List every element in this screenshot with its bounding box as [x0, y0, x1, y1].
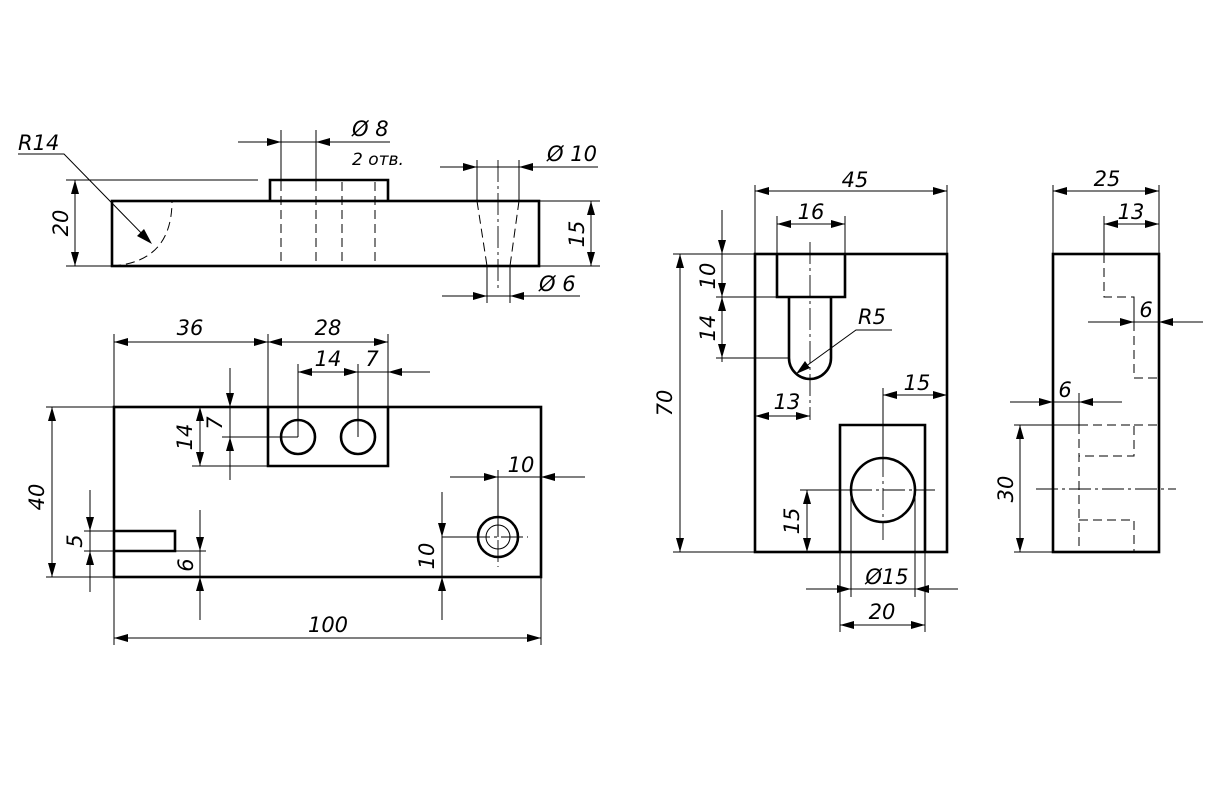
- dimline-6-upper: [1088, 297, 1203, 330]
- label-h30: 30: [994, 476, 1018, 503]
- arrows-6: [196, 537, 204, 591]
- arrow-r14: [137, 229, 152, 244]
- leader-r14: [18, 153, 151, 243]
- label-h70: 70: [653, 390, 677, 417]
- label-h40: 40: [25, 484, 49, 511]
- arrows-30: [1016, 425, 1024, 552]
- dimline-30: [1014, 424, 1079, 553]
- label-w28: 28: [315, 316, 342, 340]
- arrows-5: [86, 517, 94, 565]
- arrows-d6: [473, 292, 524, 300]
- label-h14-side: 14: [696, 315, 720, 342]
- hidden-arc-r14: [111, 200, 173, 267]
- arrows-15: [587, 201, 595, 266]
- label-w36: 36: [177, 316, 204, 340]
- label-w45: 45: [842, 168, 869, 192]
- label-v14: 14: [173, 424, 197, 451]
- arrows-14-7: [298, 368, 402, 376]
- label-r14: R14: [18, 131, 59, 155]
- top-view: R14 20 Ø 8 2 отв. Ø 10 Ø 6 15: [18, 117, 600, 303]
- label-w100: 100: [308, 613, 348, 637]
- hidden-countersink: [476, 200, 520, 267]
- dimline-40: [46, 406, 114, 578]
- arrows-h10: [438, 523, 446, 591]
- dimline-25: [1052, 185, 1160, 254]
- label-w15: 15: [904, 371, 931, 395]
- label-r5: R5: [858, 305, 886, 329]
- side-view-counterbore: [775, 254, 847, 299]
- dimline-d10-front: [450, 470, 585, 537]
- top-view-boss: [268, 178, 390, 201]
- label-h10-side: 10: [696, 263, 720, 290]
- label-h10: 10: [415, 543, 439, 570]
- label-d10-front: 10: [508, 453, 535, 477]
- label-two-holes: 2 отв.: [352, 150, 404, 170]
- hidden-holes-d8: [280, 182, 376, 266]
- arrows-6-lower: [1039, 398, 1093, 406]
- label-w6-lower: 6: [1058, 378, 1071, 402]
- front-view: 36 28 14 7 14 7 10 40 5 6 10 100: [25, 316, 585, 645]
- arrows-13-right: [1104, 220, 1159, 228]
- dimline-14-7: [297, 364, 430, 437]
- dimline-70: [673, 253, 755, 553]
- dimline-100: [113, 577, 542, 645]
- right-view: 25 13 6 6 30: [994, 167, 1203, 554]
- label-h5: 5: [63, 534, 87, 547]
- arrows-16: [777, 220, 845, 228]
- top-view-body: [110, 199, 541, 268]
- dimline-w15: [882, 388, 947, 455]
- label-d10: Ø 10: [546, 142, 597, 166]
- dimline-6: [175, 510, 206, 620]
- arrows-v10-v14: [718, 240, 726, 358]
- side-view: 45 16 R5 10 14 70 13 15 15 Ø15: [653, 168, 958, 632]
- hidden-boss-profile: [1078, 424, 1159, 552]
- label-d6: Ø 6: [538, 272, 576, 296]
- arrows-d8: [267, 138, 330, 146]
- label-d8: Ø 8: [351, 117, 389, 141]
- label-w7: 7: [365, 347, 379, 371]
- arrows-h15-side: [803, 490, 811, 552]
- right-view-body: [1051, 252, 1161, 554]
- arrows-13-side: [755, 412, 810, 420]
- arrows-v14-v7: [196, 393, 234, 466]
- dimline-36-28: [113, 334, 389, 407]
- dimline-d15: [806, 490, 958, 597]
- label-v7: 7: [203, 416, 227, 430]
- arrows-6-upper: [1120, 318, 1173, 326]
- slot: [114, 529, 177, 553]
- label-d15: Ø15: [864, 565, 908, 589]
- dimline-5: [84, 490, 114, 592]
- label-h15-side: 15: [780, 508, 804, 535]
- label-w6-upper: 6: [1139, 298, 1152, 322]
- leader-r5: [797, 329, 892, 373]
- label-w13-right: 13: [1118, 200, 1145, 224]
- dimline-d8: [238, 130, 390, 182]
- dimline-45: [754, 185, 948, 254]
- dimline-6-lower: [1010, 393, 1122, 425]
- label-w20: 20: [869, 600, 896, 624]
- front-view-body: [112, 405, 543, 579]
- label-w25: 25: [1094, 167, 1121, 191]
- label-w16: 16: [798, 200, 825, 224]
- label-w13-side: 13: [774, 390, 801, 414]
- arrows-d10: [463, 163, 533, 171]
- label-h6: 6: [174, 558, 198, 571]
- dimline-w20: [839, 552, 926, 632]
- arrow-r5: [796, 361, 810, 374]
- arrows-w15: [883, 391, 947, 399]
- dimline-h10: [441, 492, 478, 620]
- centerlines-side: [809, 242, 935, 540]
- label-w14: 14: [315, 347, 342, 371]
- ext-lines-20: [66, 179, 258, 267]
- label-h15: 15: [565, 221, 589, 248]
- label-h20: 20: [49, 210, 73, 237]
